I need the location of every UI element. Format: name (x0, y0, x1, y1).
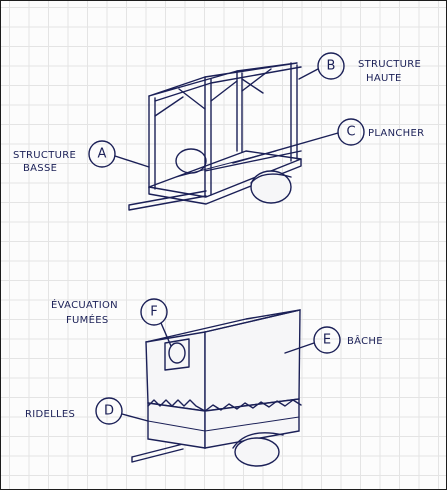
callout-a-letter: A (98, 147, 107, 162)
side-board-line (147, 416, 300, 432)
callout-d-label: RIDELLES (25, 409, 75, 420)
post-front-left (148, 95, 156, 190)
callout-e-label: BÂCHE (347, 334, 383, 347)
callout-a-label-line2: BASSE (23, 163, 57, 174)
mudguard-covered (232, 432, 284, 449)
tarp-roof (145, 309, 301, 343)
drawbar (128, 190, 207, 211)
wheel (250, 170, 292, 204)
callout-b: B STRUCTURE HAUTE (298, 52, 421, 84)
callout-f-leader (160, 322, 172, 347)
callout-b-label-line2: HAUTE (366, 73, 402, 84)
callout-c: C PLANCHER (232, 118, 424, 164)
callout-a-circle (88, 140, 116, 168)
top-rail (148, 62, 298, 97)
callout-d-leader (121, 413, 149, 422)
corner-braces (154, 68, 272, 117)
callout-e-leader (284, 342, 315, 354)
callout-a-label-line1: STRUCTURE (13, 150, 76, 161)
drawbar-covered (131, 443, 184, 463)
floor-edge (148, 158, 302, 205)
top-rail-inner (154, 66, 302, 102)
covered-trailer-drawing (131, 309, 302, 467)
callout-e-letter: E (323, 333, 331, 348)
callout-e-circle (313, 326, 341, 354)
callout-f-circle (140, 298, 168, 326)
callout-b-circle (317, 52, 345, 80)
callout-f-label-line1: ÉVACUATION (51, 298, 118, 311)
far-wheel-arch (175, 148, 207, 174)
open-trailer-drawing (128, 62, 302, 211)
callout-c-leader (232, 132, 339, 164)
callout-f: F ÉVACUATION FUMÉES (51, 298, 172, 347)
wheel-covered (234, 437, 280, 467)
callout-a: A STRUCTURE BASSE (13, 140, 150, 174)
smoke-vent (168, 342, 186, 364)
callout-d-circle (95, 397, 123, 425)
tarp-hem (147, 399, 302, 412)
callout-a-leader (114, 155, 150, 168)
callout-b-letter: B (327, 59, 336, 74)
callout-d: D RIDELLES (25, 397, 149, 425)
callout-d-letter: D (104, 404, 114, 419)
mudguard (250, 173, 292, 184)
callout-f-label-line2: FUMÉES (66, 313, 108, 326)
callout-c-label: PLANCHER (368, 128, 424, 139)
callout-f-letter: F (150, 305, 157, 320)
callout-c-circle (337, 118, 365, 146)
callout-b-label-line1: STRUCTURE (358, 59, 421, 70)
callout-c-letter: C (346, 125, 355, 140)
callout-e: E BÂCHE (284, 326, 383, 354)
smoke-vent-frame (164, 338, 190, 371)
side-rail (204, 150, 302, 172)
post-back-left (236, 70, 243, 153)
post-front-right (204, 76, 212, 198)
callout-b-leader (298, 68, 319, 80)
post-back-right (290, 62, 298, 162)
